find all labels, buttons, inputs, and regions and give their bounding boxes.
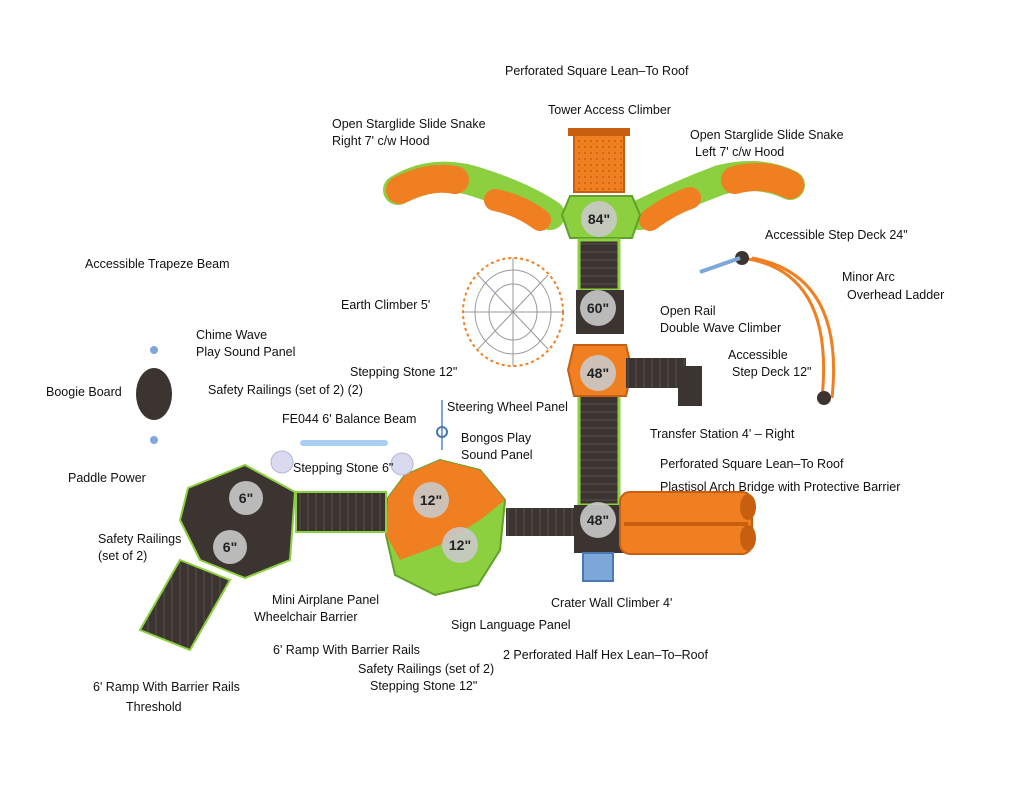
- deck-6: [178, 463, 297, 580]
- deck-6-upper-label: 6": [239, 490, 253, 506]
- deck-84-label: 84": [588, 211, 610, 227]
- label-safety-railings-set-2-2: Safety Railings (set of 2) (2): [208, 383, 363, 397]
- stepping-stones: [270, 440, 414, 476]
- label-step-deck-24: Accessible Step Deck 24": [765, 228, 908, 242]
- tower-access-climber: [568, 128, 630, 193]
- label-half-hex-roof: 2 Perforated Half Hex Lean–To–Roof: [503, 648, 708, 662]
- boogie-board: [136, 346, 172, 444]
- label-open-rail-line2: Double Wave Climber: [660, 321, 782, 335]
- deck-60-label: 60": [587, 300, 609, 316]
- label-slide-right-line2: Right 7' c/w Hood: [332, 134, 430, 148]
- label-balance-beam: FE044 6' Balance Beam: [282, 412, 417, 426]
- ramp-6ft: [138, 558, 232, 652]
- label-stepping-stone-12-bottom: Stepping Stone 12": [370, 679, 478, 693]
- slide-snake-right: [383, 161, 565, 231]
- deck-height-labels: 84" 60" 48" 48" 12" 12" 6" 6": [223, 211, 610, 555]
- label-bongos-line1: Bongos Play: [461, 431, 532, 445]
- deck-12-upper-label: 12": [420, 492, 442, 508]
- label-boogie-board: Boogie Board: [46, 385, 122, 399]
- label-minor-arc-line1: Minor Arc: [842, 270, 895, 284]
- label-crater-wall: Crater Wall Climber 4': [551, 596, 673, 610]
- label-perforated-roof-mid: Perforated Square Lean–To Roof: [660, 457, 844, 471]
- label-safety-left-line1: Safety Railings: [98, 532, 182, 546]
- deck-badges: [213, 290, 616, 564]
- plastisol-arch-bridge: [619, 491, 756, 555]
- label-step-deck-12-line2: Step Deck 12": [732, 365, 812, 379]
- label-slide-left-line1: Open Starglide Slide Snake: [690, 128, 844, 142]
- label-wheelchair-barrier: Wheelchair Barrier: [254, 610, 358, 624]
- steering-wheel-panel: [436, 400, 448, 450]
- label-slide-right-line1: Open Starglide Slide Snake: [332, 117, 486, 131]
- bridge-walkway: [506, 508, 576, 536]
- label-mini-airplane: Mini Airplane Panel: [272, 593, 380, 607]
- deck-6-lower-label: 6": [223, 539, 237, 555]
- left-walkway: [295, 491, 387, 533]
- label-sign-language: Sign Language Panel: [451, 618, 571, 632]
- label-bongos-line2: Sound Panel: [461, 448, 533, 462]
- label-threshold: Threshold: [126, 700, 182, 714]
- label-ramp-mid: 6' Ramp With Barrier Rails: [273, 643, 420, 657]
- label-open-rail-line1: Open Rail: [660, 304, 716, 318]
- minor-arc-overhead-ladder: [699, 251, 836, 405]
- deck-12-lower-label: 12": [449, 537, 471, 553]
- label-safety-left-line2: (set of 2): [98, 549, 148, 563]
- label-plastisol-bridge: Plastisol Arch Bridge with Protective Ba…: [660, 480, 901, 494]
- label-trapeze-beam: Accessible Trapeze Beam: [85, 257, 230, 271]
- label-ramp-left: 6' Ramp With Barrier Rails: [93, 680, 240, 694]
- label-tower-access-climber: Tower Access Climber: [548, 103, 671, 117]
- earth-climber: [462, 257, 564, 367]
- label-slide-left-line2: Left 7' c/w Hood: [695, 145, 785, 159]
- label-stepping-stone-6: Stepping Stone 6": [293, 461, 394, 475]
- label-stepping-stone-12-top: Stepping Stone 12": [350, 365, 458, 379]
- crater-wall-climber: [582, 552, 614, 582]
- label-chime-wave-line1: Chime Wave: [196, 328, 268, 342]
- tower-84-deck: [560, 195, 642, 239]
- transfer-station: [626, 358, 702, 406]
- label-step-deck-12-line1: Accessible: [728, 348, 788, 362]
- slide-snake-left: [625, 161, 805, 231]
- label-paddle-power: Paddle Power: [68, 471, 146, 485]
- label-earth-climber: Earth Climber 5': [341, 298, 431, 312]
- label-perforated-roof-top: Perforated Square Lean–To Roof: [505, 64, 689, 78]
- deck-48-lower-label: 48": [587, 512, 609, 528]
- deck-48-upper-label: 48": [587, 365, 609, 381]
- label-steering-wheel-panel: Steering Wheel Panel: [447, 400, 568, 414]
- label-minor-arc-line2: Overhead Ladder: [847, 288, 945, 302]
- hex-deck-12: [384, 458, 507, 597]
- label-chime-wave-line2: Play Sound Panel: [196, 345, 296, 359]
- label-transfer-station: Transfer Station 4' – Right: [650, 427, 795, 441]
- label-safety-bottom: Safety Railings (set of 2): [358, 662, 495, 676]
